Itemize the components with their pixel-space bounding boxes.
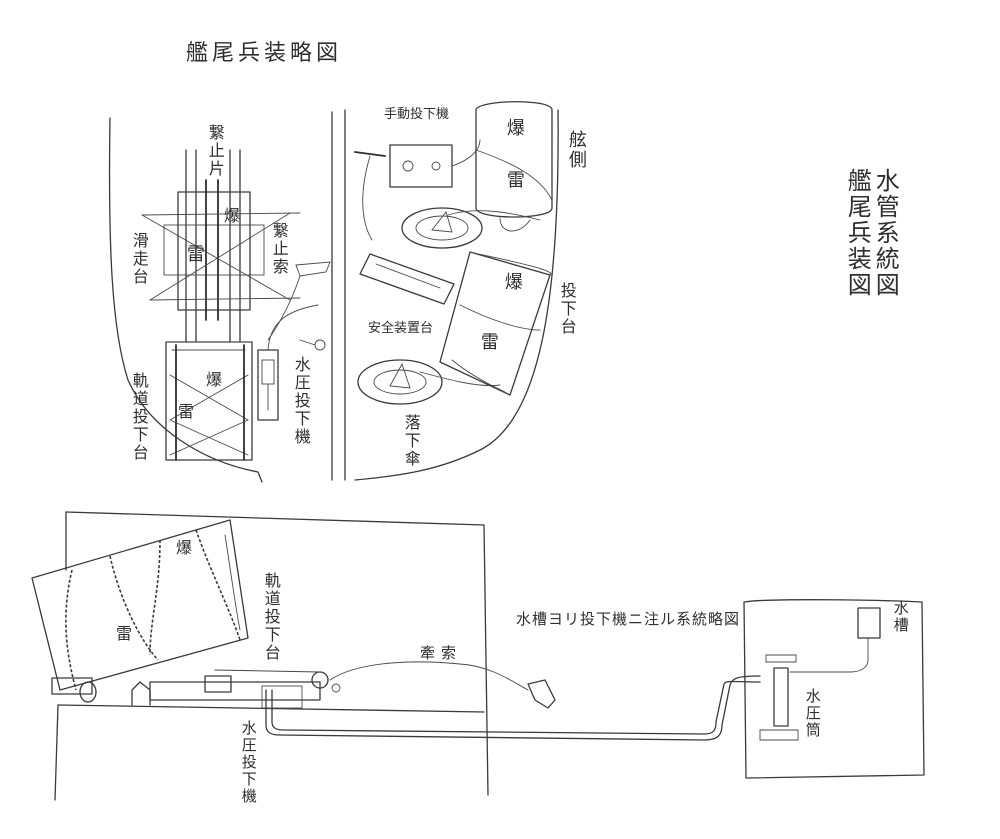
label-rakkasan: 落下傘: [401, 414, 421, 468]
right-panel-outline: [344, 109, 559, 481]
label-suiatsu-toukaki: 水圧投下機: [291, 356, 311, 446]
label-suisou: 水槽: [891, 600, 910, 634]
label-rai-left2: 雷: [178, 402, 195, 421]
label-keishisaku: 繋止索: [269, 222, 289, 276]
lower-launcher-base: [51, 669, 341, 709]
label-rai-left: 雷: [183, 244, 205, 264]
release-cable: [329, 661, 556, 709]
main-title: 艦尾兵装略図: [186, 41, 343, 66]
label-rai-right2: 雷: [477, 332, 499, 352]
label-baku-left: 爆: [224, 206, 241, 225]
water-system-title-col2: 水管系統図: [871, 168, 900, 298]
label-kassoudai: 滑走台: [129, 232, 149, 286]
left-panel-outline: [108, 111, 333, 483]
label-baku-lower: 爆: [176, 538, 193, 557]
right-bomb-cylinder-1: [475, 101, 553, 232]
label-keishihen: 繋止片: [205, 124, 225, 178]
water-pipe: [265, 675, 761, 741]
label-rai-lower: 雷: [116, 624, 133, 643]
label-rai-right1: 雷: [503, 170, 525, 190]
label-kidou-touka-dai-lower: 軌道投下台: [261, 572, 281, 662]
safety-device: [359, 253, 455, 305]
water-system-title-col1: 艦尾兵装図: [843, 168, 872, 298]
manual-release: [354, 139, 481, 241]
label-suiatsu-toukaki-lower: 水圧投下機: [239, 720, 258, 805]
label-kidou-touka-dai: 軌道投下台: [129, 372, 149, 462]
label-baku-right1: 爆: [503, 118, 525, 138]
lower-diagram-frame: [54, 511, 489, 801]
label-touka-dai: 投下台: [557, 282, 577, 336]
label-anzen-souchi: 安全装置台: [368, 321, 434, 336]
label-hikizuna: 牽索: [420, 644, 463, 662]
label-gensoku: 舷側: [565, 130, 587, 170]
upper-bomb-assembly: [141, 179, 301, 321]
right-bomb-cylinder-2: [439, 251, 552, 396]
label-suiatsu-tsutsu: 水圧筒: [803, 688, 822, 739]
parachute-1: [401, 207, 541, 249]
parachute-2: [357, 359, 501, 405]
label-baku-left2: 爆: [206, 370, 223, 389]
hydraulic-release-left: [257, 261, 331, 421]
lower-torpedo: [31, 519, 249, 691]
lower-title: 水槽ヨリ投下機ニ注ル系統略図: [516, 610, 741, 628]
label-shudou-toukaki: 手動投下機: [384, 107, 450, 122]
water-tank-box: [743, 599, 925, 779]
label-baku-right2: 爆: [501, 272, 523, 292]
lower-track-launcher: [165, 341, 253, 461]
